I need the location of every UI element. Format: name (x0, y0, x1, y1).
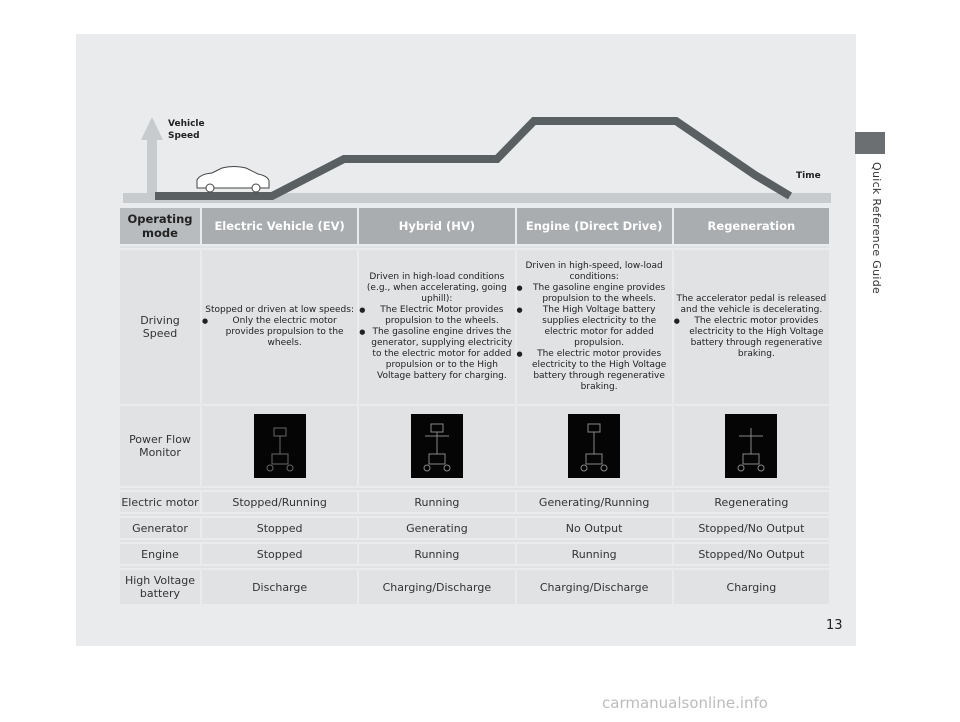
desc-regeneration: The accelerator pedal is released and th… (674, 250, 829, 404)
power-flow-monitor-hv-image (410, 414, 463, 478)
cell: Charging (673, 570, 829, 604)
cell: Running (359, 544, 515, 564)
cell: Stopped/No Output (673, 544, 829, 564)
power-flow-monitor-engine-image (568, 414, 621, 478)
speed-curve (155, 117, 793, 200)
header-hv: Hybrid (HV) (359, 208, 515, 244)
vertical-axis-arrow (141, 117, 163, 196)
row-label: Generator (120, 518, 200, 538)
car-icon (196, 166, 270, 193)
desc-hv: Driven in high-load conditions (e.g., wh… (359, 250, 515, 404)
header-ev: Electric Vehicle (EV) (202, 208, 358, 244)
row-label: High Voltage battery (120, 570, 200, 604)
row-label: Engine (120, 544, 200, 564)
watermark: carmanualsonline.info (602, 694, 768, 712)
power-flow-monitor-regeneration-image (725, 414, 778, 478)
desc-engine: Driven in high-speed, low-load condition… (516, 250, 672, 404)
page-number: 13 (826, 618, 843, 633)
cell: Regenerating (673, 492, 829, 512)
cell: Stopped (202, 544, 358, 564)
header-row: Operating mode Electric Vehicle (EV) Hyb… (120, 208, 829, 244)
engine-row: Engine Stopped Running Running Stopped/N… (120, 544, 829, 564)
generator-row: Generator Stopped Generating No Output S… (120, 518, 829, 538)
header-operating-mode: Operating mode (120, 208, 200, 244)
cell: Generating/Running (516, 492, 672, 512)
cell: Charging/Discharge (516, 570, 672, 604)
cell: Running (359, 492, 515, 512)
row-label: Electric motor (120, 492, 200, 512)
cell: Charging/Discharge (359, 570, 515, 604)
high-voltage-battery-row: High Voltage battery Discharge Charging/… (120, 570, 829, 604)
header-engine: Engine (Direct Drive) (516, 208, 672, 244)
road-band (123, 193, 831, 203)
cell: Stopped/Running (202, 492, 358, 512)
side-tab-marker (855, 132, 885, 154)
side-section-label: Quick Reference Guide (870, 162, 883, 295)
header-regeneration: Regeneration (673, 208, 829, 244)
power-flow-monitor-ev-image (253, 414, 306, 478)
cell: Generating (359, 518, 515, 538)
electric-motor-row: Electric motor Stopped/Running Running G… (120, 492, 829, 512)
operating-mode-table: Operating mode Electric Vehicle (EV) Hyb… (118, 206, 831, 606)
x-axis-label: Time (796, 171, 821, 181)
cell: Stopped (202, 518, 358, 538)
cell: Running (516, 544, 672, 564)
cell: No Output (516, 518, 672, 538)
cell: Stopped/No Output (673, 518, 829, 538)
cell: Discharge (202, 570, 358, 604)
desc-ev: Stopped or driven at low speeds: Only th… (202, 250, 358, 404)
